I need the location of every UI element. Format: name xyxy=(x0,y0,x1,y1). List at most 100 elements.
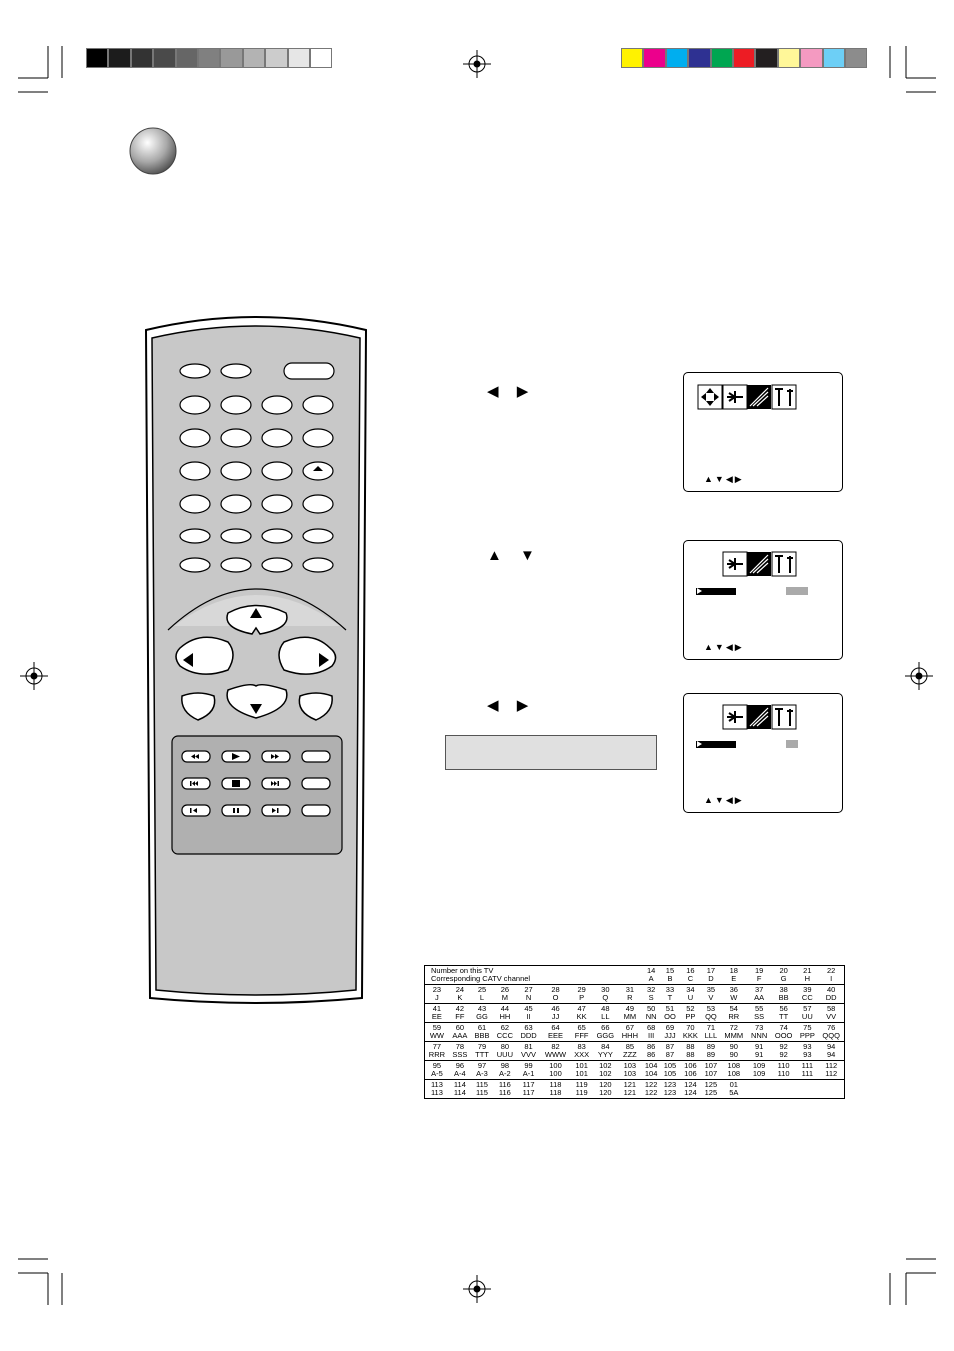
catv-channel-name: EE xyxy=(431,1012,442,1021)
catv-channel-name: OO xyxy=(664,1012,676,1021)
tv-channel-number: 23 xyxy=(432,985,442,994)
catv-channel-name: W xyxy=(730,993,738,1002)
tv-channel-number: 125 xyxy=(704,1080,718,1089)
catv-channel-name: SS xyxy=(754,1012,765,1021)
catv-channel-name: JJ xyxy=(551,1012,560,1021)
catv-channel-name: K xyxy=(457,993,463,1002)
tv-channel-number: 62 xyxy=(500,1023,510,1032)
catv-channel-name: III xyxy=(647,1031,655,1040)
tv-channel-number: 83 xyxy=(577,1042,586,1051)
tv-channel-number: 60 xyxy=(455,1023,465,1032)
tv-channel-number: 100 xyxy=(549,1061,562,1070)
color-swatch xyxy=(777,48,801,68)
catv-channel-name: CCC xyxy=(496,1031,513,1040)
tv-channel-number: 82 xyxy=(551,1042,560,1051)
catv-channel-name: 124 xyxy=(684,1088,697,1097)
tv-channel-number: 97 xyxy=(477,1061,487,1070)
catv-channel-name: BBB xyxy=(474,1031,490,1040)
color-swatch xyxy=(800,48,823,68)
tv-channel-number: 30 xyxy=(601,985,610,994)
catv-channel-name: G xyxy=(780,974,787,983)
osd-pointer-icon xyxy=(697,588,702,594)
tv-channel-number: 01 xyxy=(729,1080,738,1089)
tv-channel-number: 114 xyxy=(453,1080,466,1089)
color-swatch xyxy=(310,48,333,68)
catv-channel-name: 114 xyxy=(453,1088,466,1097)
osd-pointer-icon xyxy=(697,741,702,747)
catv-table-cell xyxy=(796,1079,819,1099)
catv-channel-name: EEE xyxy=(547,1031,563,1040)
tv-channel-number: 99 xyxy=(524,1061,533,1070)
catv-channel-name: 116 xyxy=(498,1088,511,1097)
color-swatch xyxy=(153,48,176,68)
catv-channel-name: H xyxy=(804,974,811,983)
tv-channel-number: 63 xyxy=(524,1023,533,1032)
catv-channel-name: 109 xyxy=(752,1069,766,1078)
osd-screen-2: ▲▼◀▶ xyxy=(683,540,843,660)
catv-channel-name: E xyxy=(731,974,737,983)
catv-channel-name: 102 xyxy=(599,1069,612,1078)
catv-channel-name: HHH xyxy=(621,1031,638,1040)
catv-channel-name: KKK xyxy=(682,1031,698,1040)
catv-channel-name: 120 xyxy=(599,1088,612,1097)
tv-channel-number: 29 xyxy=(577,985,586,994)
tv-channel-number: 54 xyxy=(729,1004,738,1013)
tv-channel-number: 49 xyxy=(625,1004,635,1013)
catv-channel-name xyxy=(772,1089,795,1097)
tv-channel-number: 94 xyxy=(827,1042,836,1051)
color-swatch xyxy=(733,48,756,68)
catv-channel-name: YYY xyxy=(597,1050,613,1059)
catv-channel-name: 92 xyxy=(779,1050,788,1059)
catv-channel-name: M xyxy=(501,993,508,1002)
catv-channel-name: PPP xyxy=(799,1031,815,1040)
tv-channel-number: 61 xyxy=(477,1023,487,1032)
tv-channel-number: 50 xyxy=(646,1004,656,1013)
osd-value-block xyxy=(786,587,808,595)
catv-channel-name: 104 xyxy=(644,1069,658,1078)
tv-channel-number: 39 xyxy=(803,985,812,994)
tv-channel-number: 33 xyxy=(665,985,675,994)
tv-channel-number: 15 xyxy=(665,966,675,975)
catv-channel-name: 111 xyxy=(801,1069,814,1078)
osd-nav-hint: ▲▼◀▶ xyxy=(704,474,744,484)
tv-channel-number: 87 xyxy=(665,1042,675,1051)
tv-channel-number: 22 xyxy=(827,966,836,975)
tv-channel-number: 59 xyxy=(432,1023,442,1032)
catv-channel-name: KK xyxy=(576,1012,587,1021)
tv-channel-number: 32 xyxy=(646,985,656,994)
catv-channel-name: NN xyxy=(645,1012,657,1021)
tv-channel-number: 118 xyxy=(549,1080,562,1089)
tv-channel-number: 51 xyxy=(665,1004,675,1013)
tv-channel-number: 109 xyxy=(752,1061,766,1070)
